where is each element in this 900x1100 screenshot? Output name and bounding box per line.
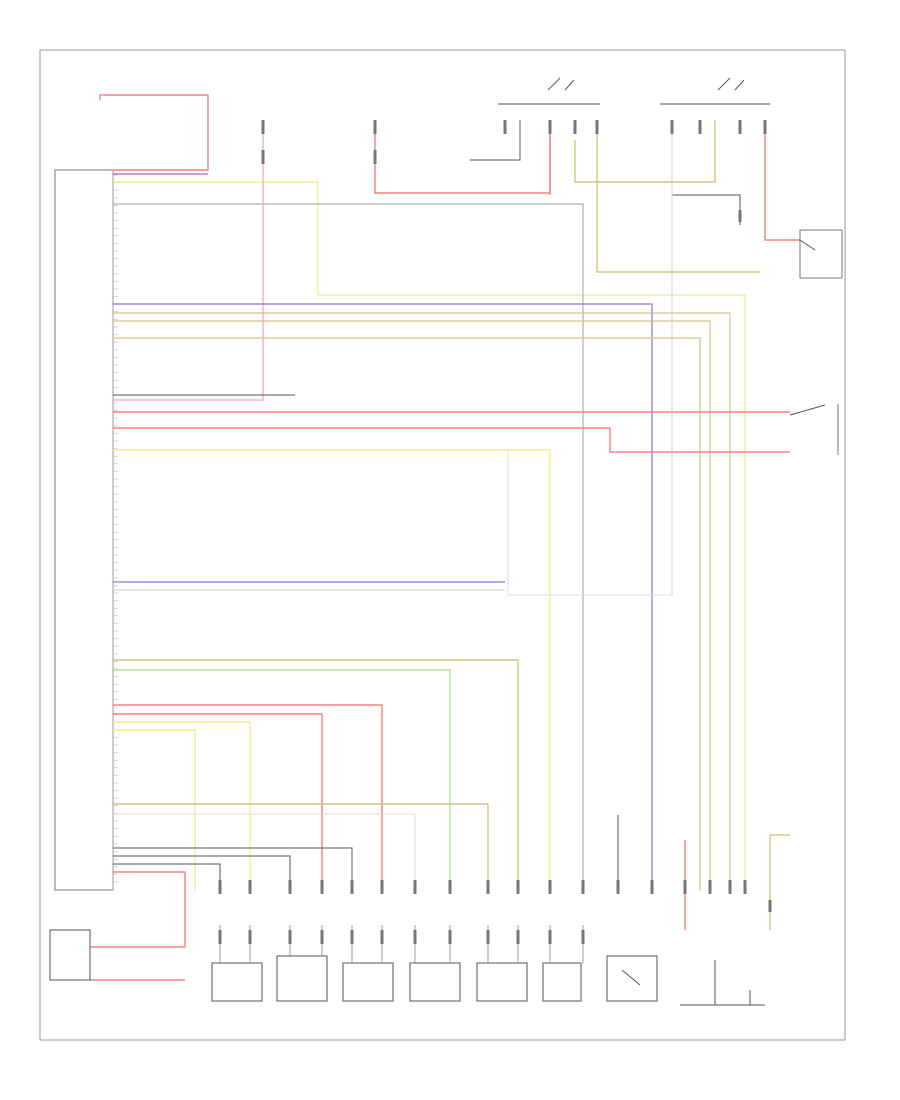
wire-tan-3	[113, 337, 701, 890]
wire-tan-2	[113, 320, 711, 890]
connector-lower-12	[581, 930, 585, 944]
connector-lower-2	[248, 930, 252, 944]
wire-dark-bottom-1	[113, 847, 353, 890]
connector-bottom-16	[708, 880, 712, 894]
top-switches	[498, 77, 770, 105]
wire-red-bottom-3	[113, 871, 186, 925]
connector-bottom-1	[218, 880, 222, 894]
connector-top-9	[738, 120, 742, 134]
wire-olive-right	[596, 120, 760, 273]
wire-tan-1	[113, 312, 731, 890]
connector-right-mid	[738, 210, 742, 222]
connector-right-bottom	[768, 900, 772, 912]
connector-lower-9	[486, 930, 490, 944]
component-box-3	[342, 962, 394, 1002]
wire-red-top-left	[99, 94, 209, 171]
component-box-1	[211, 962, 263, 1002]
wire-pink-vertical	[113, 130, 264, 401]
switch-4	[734, 79, 745, 91]
wire-green	[113, 669, 451, 890]
wire-yellow-upper	[113, 181, 746, 890]
connector-bottom-5	[350, 880, 354, 894]
sensor-box-left	[49, 929, 91, 981]
connector-top-7	[670, 120, 674, 134]
connector-bottom-13	[616, 880, 620, 894]
connector-bottom-17	[728, 880, 732, 894]
wire-harness	[90, 94, 800, 981]
connector-bottom-6	[380, 880, 384, 894]
connector-top-4	[548, 120, 552, 134]
connector-lower-11	[548, 930, 552, 944]
connector-bottom-15	[683, 880, 687, 894]
connector-bottom-7	[413, 880, 417, 894]
switch-1	[547, 77, 561, 91]
connector-top-second-2	[373, 150, 377, 164]
wire-olive-top	[574, 120, 716, 183]
connector-top-5	[573, 120, 577, 134]
connector-lower-7	[413, 930, 417, 944]
right-components	[789, 229, 843, 455]
right-module-box	[799, 229, 843, 279]
connector-lower-1	[218, 930, 222, 944]
wire-yellow-mid	[113, 449, 551, 890]
diagram-frame	[39, 49, 846, 1041]
connector-top-6	[595, 120, 599, 134]
right-switch-2	[799, 239, 816, 251]
connector-bottom-2	[248, 880, 252, 894]
connector-bottom-14	[650, 880, 654, 894]
connector-lower-6	[380, 930, 384, 944]
right-switch-1	[789, 404, 826, 416]
connector-top-8	[698, 120, 702, 134]
connector-top-second-1	[261, 150, 265, 164]
connector-bottom-3	[288, 880, 292, 894]
wire-red-bottom-1	[113, 704, 383, 890]
wire-dark-right	[671, 120, 741, 225]
switch-3	[717, 77, 731, 91]
connector-top-10	[763, 120, 767, 134]
wire-gray-bottom-1	[113, 813, 416, 890]
wire-yellow-bottom-1	[113, 721, 251, 890]
connector-bottom-8	[448, 880, 452, 894]
connector-lower-4	[320, 930, 324, 944]
wire-red-right	[764, 120, 800, 241]
connector-top-3	[503, 120, 507, 134]
connector-bottom-10	[516, 880, 520, 894]
connector-top-1	[261, 120, 265, 134]
bottom-components	[49, 929, 765, 1006]
wire-red-top-center	[374, 120, 551, 194]
component-7-switch	[621, 969, 641, 986]
wire-dark-bottom-3	[113, 863, 221, 890]
wire-gray-upper	[113, 203, 584, 890]
connector-lower-3	[288, 930, 292, 944]
wire-red-bottom-2	[113, 713, 323, 890]
connector-lower-8	[448, 930, 452, 944]
wire-yellow-bottom-2	[113, 729, 196, 890]
main-module-pins	[113, 174, 118, 883]
connector-bottom-4	[320, 880, 324, 894]
connector-top-2	[373, 120, 377, 134]
connector-blocks	[218, 120, 772, 944]
wire-olive-bottom	[113, 803, 489, 890]
wire-dark-bottom-2	[113, 855, 291, 890]
connector-bottom-11	[548, 880, 552, 894]
wire-red-lower	[113, 427, 790, 453]
wire-purple-mid	[113, 303, 653, 890]
connector-bottom-12	[581, 880, 585, 894]
component-box-4	[409, 962, 461, 1002]
component-box-5	[476, 962, 528, 1002]
wire-dark-top	[470, 120, 521, 161]
connector-bottom-9	[486, 880, 490, 894]
component-box-2	[276, 955, 328, 1002]
component-box-6	[542, 962, 582, 1002]
connector-lower-5	[350, 930, 354, 944]
wire-olive-lower	[113, 659, 519, 890]
main-module-body	[54, 169, 114, 891]
connector-bottom-18	[743, 880, 747, 894]
connector-lower-10	[516, 930, 520, 944]
switch-2	[564, 79, 575, 91]
